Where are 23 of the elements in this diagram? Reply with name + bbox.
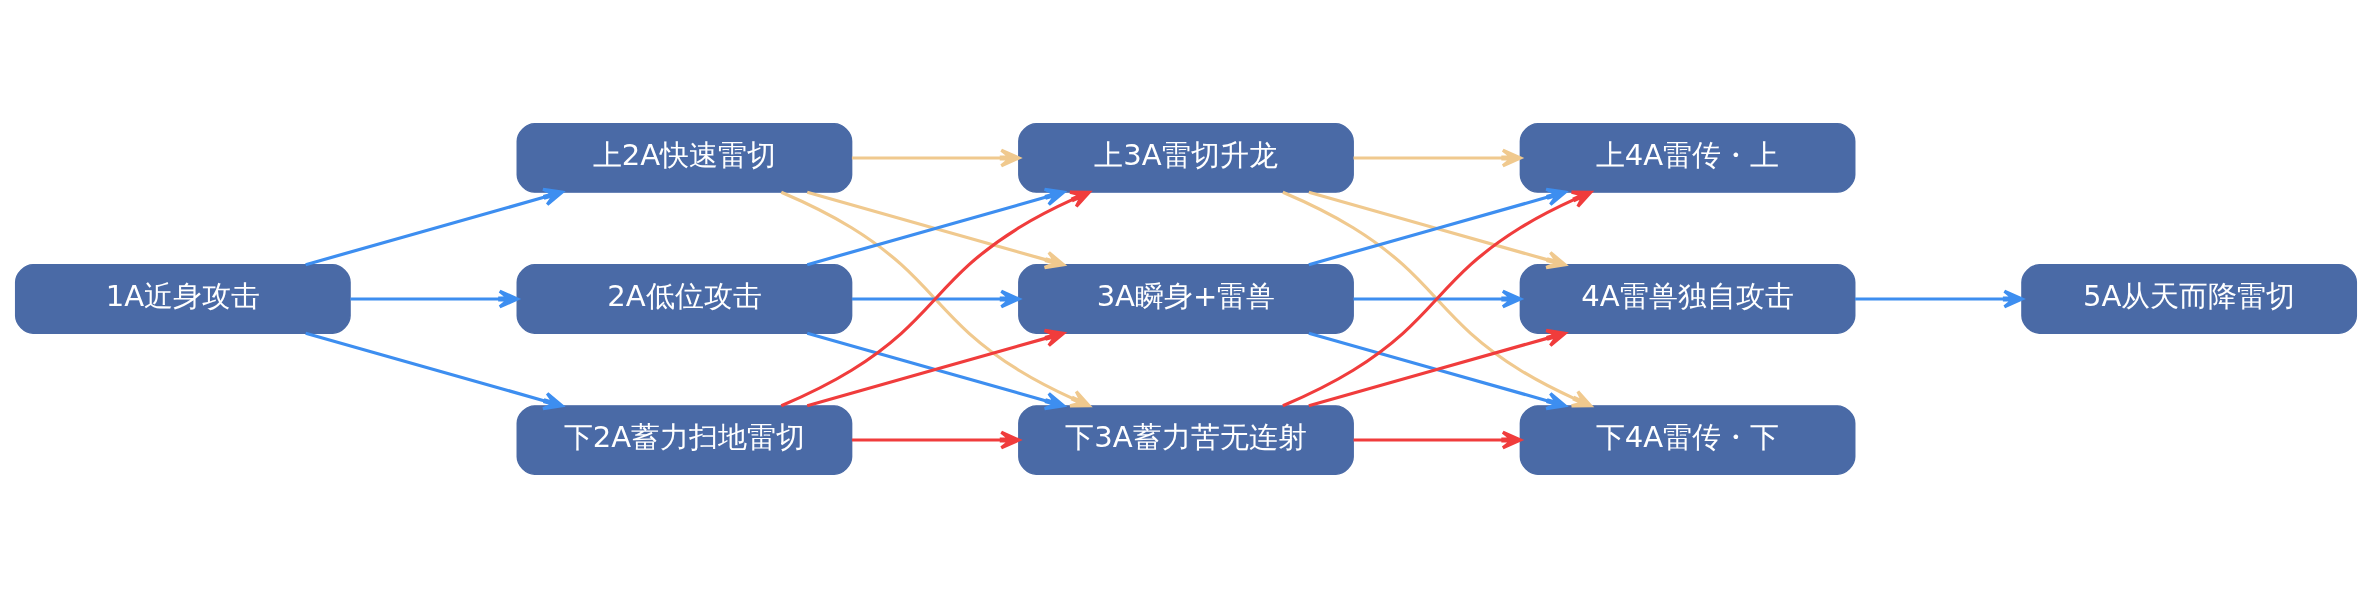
arrow bbox=[1855, 289, 2024, 309]
node-box: 2A低位攻击 bbox=[516, 264, 853, 334]
node-box: 下3A蓄力苦无连射 bbox=[1018, 405, 1354, 475]
arrow bbox=[305, 331, 564, 411]
node-box: 下4A雷传・下 bbox=[1519, 405, 1856, 475]
node-box: 上3A雷切升龙 bbox=[1018, 123, 1354, 193]
node-box: 5A从天而降雷切 bbox=[2021, 264, 2358, 334]
arrow bbox=[350, 289, 519, 309]
arrow bbox=[1353, 148, 1522, 168]
arrow bbox=[851, 148, 1021, 168]
arrow bbox=[1282, 190, 1593, 408]
arrow bbox=[851, 430, 1021, 450]
arrow bbox=[305, 187, 564, 267]
arrow bbox=[780, 190, 1091, 408]
arrow bbox=[1353, 289, 1522, 309]
node-box: 上4A雷传・上 bbox=[1519, 123, 1856, 193]
node-box: 1A近身攻击 bbox=[14, 264, 351, 334]
node-box: 上2A快速雷切 bbox=[516, 123, 853, 193]
arrow bbox=[851, 289, 1021, 309]
arrow bbox=[1353, 430, 1522, 450]
node-box: 下2A蓄力扫地雷切 bbox=[516, 405, 853, 475]
node-box: 3A瞬身+雷兽 bbox=[1018, 264, 1354, 334]
node-box: 4A雷兽独自攻击 bbox=[1519, 264, 1856, 334]
